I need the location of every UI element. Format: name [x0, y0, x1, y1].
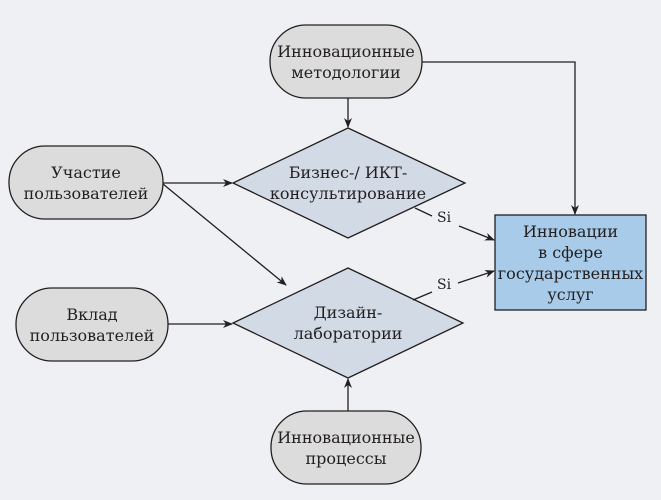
- edge-label-si-design-labs: Si: [437, 277, 452, 293]
- edge-consulting-public-services-b: [458, 225, 495, 241]
- edge-design-labs-public-services-a: [412, 291, 433, 301]
- node-consulting-label: Бизнес-/ ИКТ- консультирование: [269, 163, 427, 203]
- node-design-labs-label: Дизайн- лаборатории: [293, 303, 403, 343]
- node-public-services-label: Инновации в сфере государственных услуг: [497, 221, 644, 304]
- node-processes-shape: [270, 410, 422, 485]
- edge-methodologies-public-services: [422, 61, 579, 215]
- edge-label-si-consulting: Si: [437, 210, 452, 226]
- node-contribution-label: Вклад пользователей: [29, 304, 155, 345]
- node-participation-label: Участие пользователей: [23, 162, 149, 203]
- edge-design-labs-public-services-b: [457, 270, 495, 284]
- node-public-services-shape: [494, 214, 647, 311]
- edge-participation-design-labs: [162, 183, 287, 286]
- node-consulting-shape: [231, 127, 467, 239]
- node-methodologies-label: Инновационные методологии: [277, 41, 415, 82]
- edge-consulting-public-services-a: [414, 207, 433, 217]
- node-processes-label: Инновационные процессы: [277, 427, 415, 468]
